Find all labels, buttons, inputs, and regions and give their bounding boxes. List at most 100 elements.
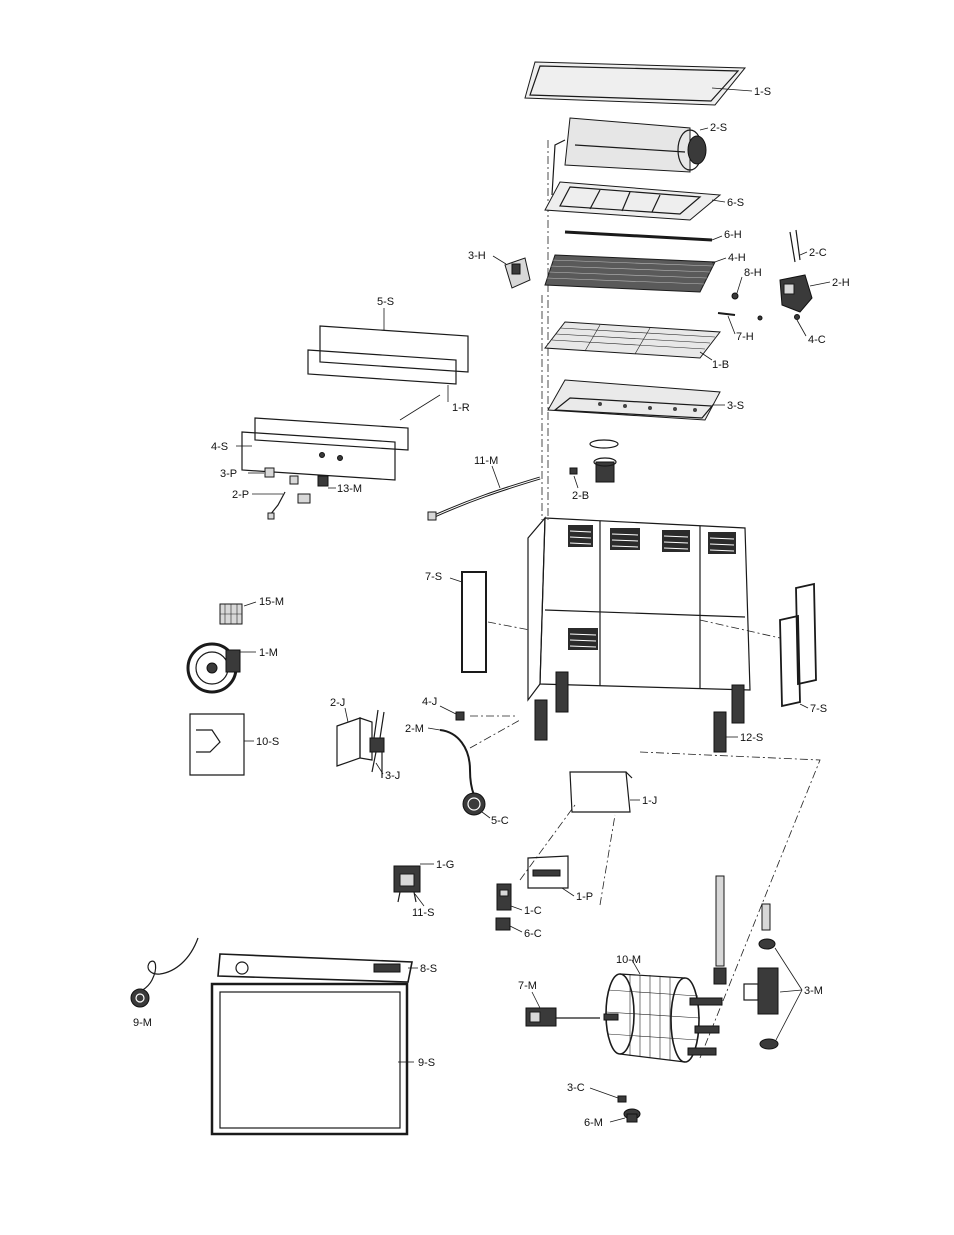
part-10S-bracket xyxy=(190,714,244,775)
label-2J: 2-J xyxy=(330,697,345,709)
leader-11M xyxy=(492,466,500,488)
label-3C: 3-C xyxy=(567,1082,585,1094)
part-washer xyxy=(758,316,762,320)
leader-6C xyxy=(510,926,522,932)
part-1B-rack xyxy=(545,322,720,358)
label-6C: 6-C xyxy=(524,928,542,940)
label-8H: 8-H xyxy=(744,267,762,279)
leader-3C xyxy=(590,1088,618,1098)
part-1J-control-box xyxy=(570,772,632,812)
leader-4J xyxy=(440,706,456,714)
leader-2S xyxy=(700,128,708,130)
leader-8H xyxy=(737,277,742,293)
label-7S-right: 7-S xyxy=(810,703,827,715)
label-13M: 13-M xyxy=(337,483,362,495)
leader-2C xyxy=(800,252,807,255)
label-1R: 1-R xyxy=(452,402,470,414)
part-3S-drip-tray xyxy=(548,380,720,420)
label-6H: 6-H xyxy=(724,229,742,241)
part-1S-top-plate xyxy=(525,62,745,105)
part-7S-left-panel xyxy=(462,572,486,672)
part-15M-filter xyxy=(220,604,242,624)
label-2P: 2-P xyxy=(232,489,249,501)
label-3H: 3-H xyxy=(468,250,486,262)
part-9S-door xyxy=(212,984,407,1134)
leader-2H xyxy=(810,282,830,286)
part-cabinet-frame xyxy=(528,518,750,752)
leader-7Sa xyxy=(450,578,462,582)
leader-1C xyxy=(511,906,522,910)
label-3M: 3-M xyxy=(804,985,823,997)
label-11M: 11-M xyxy=(474,455,498,467)
label-4S: 4-S xyxy=(211,441,228,453)
leader-7Sb xyxy=(800,704,808,708)
label-2S: 2-S xyxy=(710,122,727,134)
part-1G-gearbox xyxy=(394,866,420,902)
part-3M-bearings xyxy=(744,939,778,1049)
label-10S: 10-S xyxy=(256,736,279,748)
label-1C: 1-C xyxy=(524,905,542,917)
part-2J-box xyxy=(337,718,372,766)
leader-6S xyxy=(712,200,725,202)
part-7S-right-panels xyxy=(780,584,816,706)
assembly-centerline xyxy=(542,140,548,520)
part-13M-module xyxy=(318,476,328,486)
leader-4C xyxy=(797,320,806,336)
leader-15M xyxy=(244,602,256,606)
part-2C-wire xyxy=(790,230,800,262)
label-1B: 1-B xyxy=(712,359,729,371)
label-1G: 1-G xyxy=(436,859,454,871)
label-10M: 10-M xyxy=(616,954,641,966)
label-4J: 4-J xyxy=(422,696,437,708)
part-7M-motor xyxy=(526,1008,600,1026)
label-3S: 3-S xyxy=(727,400,744,412)
part-2B-fan-assembly xyxy=(570,440,618,482)
leader-2M xyxy=(428,728,440,730)
leader-4H xyxy=(712,258,726,263)
label-5C: 5-C xyxy=(491,815,509,827)
label-1J: 1-J xyxy=(642,795,657,807)
label-1P: 1-P xyxy=(576,891,593,903)
label-2M: 2-M xyxy=(405,723,424,735)
part-9M-probe xyxy=(131,938,198,1007)
label-15M: 15-M xyxy=(259,596,284,608)
label-1S: 1-S xyxy=(754,86,771,98)
label-11S: 11-S xyxy=(412,907,434,919)
label-3J: 3-J xyxy=(385,770,400,782)
leader-1P xyxy=(562,888,574,896)
label-3P: 3-P xyxy=(220,468,237,480)
part-3P-switch xyxy=(265,468,274,477)
label-9M: 9-M xyxy=(133,1017,152,1029)
leader-6H xyxy=(712,236,722,240)
label-9S: 9-S xyxy=(418,1057,435,1069)
part-6C-terminal xyxy=(496,918,510,930)
part-6M-foot xyxy=(624,1109,640,1122)
part-6H-rod xyxy=(565,232,712,240)
label-12S: 12-S xyxy=(740,732,763,744)
part-4C-nut xyxy=(795,315,800,320)
part-1C-relay xyxy=(497,884,511,910)
part-2P-assembly xyxy=(268,476,310,519)
part-2M-cable xyxy=(440,730,474,795)
part-4J-connector xyxy=(456,712,464,720)
part-10M-drum xyxy=(604,974,722,1062)
part-1M-blower xyxy=(188,644,240,692)
leader-2J xyxy=(345,708,348,722)
label-7H: 7-H xyxy=(736,331,754,343)
leader-5C xyxy=(482,812,490,818)
part-5S-panel xyxy=(308,308,468,384)
leader-3H xyxy=(493,256,506,264)
label-8S: 8-S xyxy=(420,963,437,975)
part-7H-screw xyxy=(718,313,735,315)
leader-11S xyxy=(415,894,424,906)
part-11M-hose xyxy=(428,478,540,520)
leader-7M xyxy=(532,992,540,1008)
part-4H-heater-grill xyxy=(545,255,715,292)
leader-6M xyxy=(610,1118,625,1122)
part-5C-knob xyxy=(463,793,485,815)
part-6S-tray xyxy=(545,182,720,220)
part-8H-clip xyxy=(732,293,738,299)
label-6S: 6-S xyxy=(727,197,744,209)
label-6M: 6-M xyxy=(584,1117,603,1129)
part-2H-motor xyxy=(780,275,812,312)
